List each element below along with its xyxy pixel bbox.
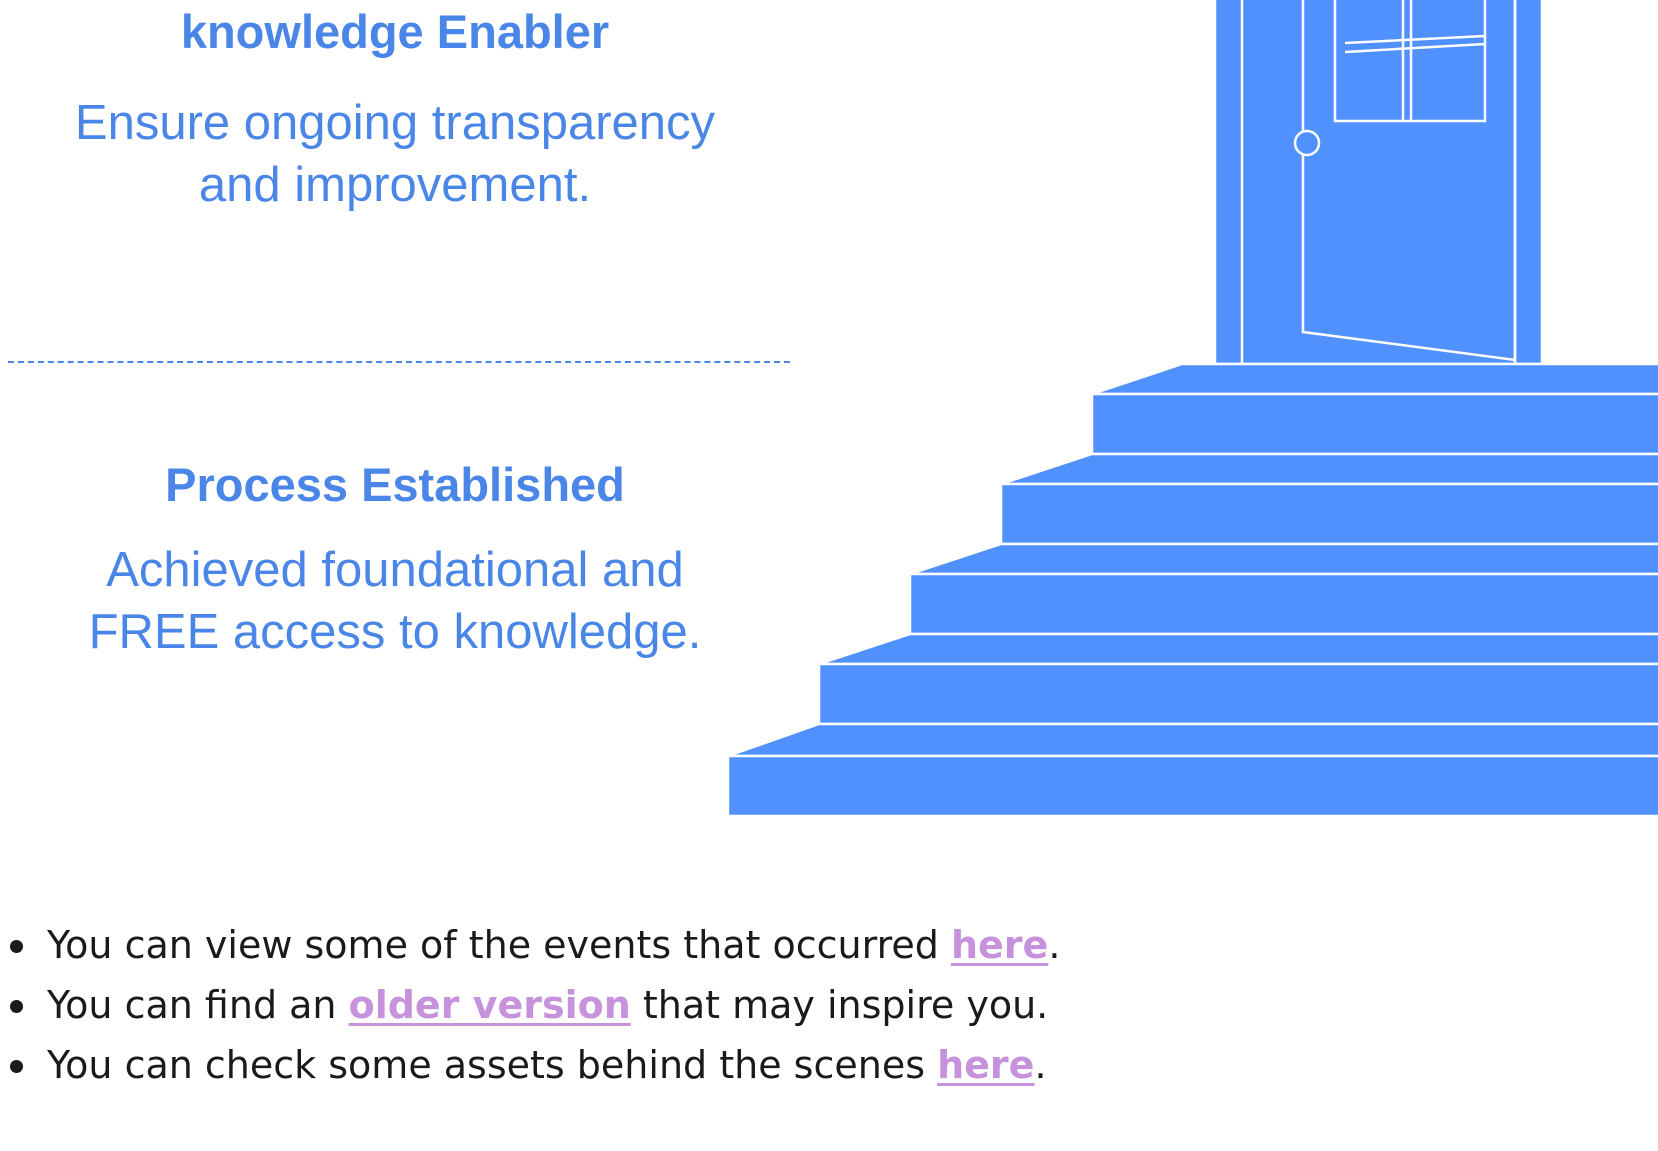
list-item: You can check some assets behind the sce… — [10, 1035, 1060, 1095]
stage-description-line: and improvement. — [198, 158, 592, 212]
list-item-text: You can check some assets behind the sce… — [47, 1043, 938, 1087]
stage-description-line: Ensure ongoing transparency — [74, 96, 716, 150]
stage-title: Process Established — [165, 458, 625, 511]
list-item: You can view some of the events that occ… — [10, 915, 1061, 975]
list-item: You can find an older version that may i… — [10, 975, 1060, 1035]
stage-process-established: Process Established Achieved foundationa… — [0, 455, 790, 663]
assets-here-link[interactable]: here — [937, 1043, 1035, 1087]
stage-description-line: FREE access to knowledge. — [88, 605, 702, 659]
list-item-text: You can find an — [47, 983, 349, 1027]
list-item-text: You can view some of the events that occ… — [47, 923, 951, 967]
dashed-divider — [8, 361, 790, 363]
list-item-text: . — [1034, 1043, 1047, 1087]
bullet-dot-icon — [10, 940, 23, 953]
older-version-link[interactable]: older version — [348, 983, 631, 1027]
list-item-text: that may inspire you. — [630, 983, 1049, 1027]
stage-knowledge-enabler: knowledge Enabler Ensure ongoing transpa… — [0, 0, 790, 216]
stage-description: Ensure ongoing transparency and improvem… — [0, 92, 790, 216]
stage-description-line: Achieved foundational and — [106, 543, 684, 597]
resource-links-list: You can view some of the events that occ… — [0, 915, 1060, 1095]
stage-title: knowledge Enabler — [180, 5, 610, 58]
bullet-dot-icon — [10, 1060, 23, 1073]
stage-description: Achieved foundational and FREE access to… — [0, 539, 790, 663]
door-and-stairs-icon — [726, 0, 1658, 818]
events-here-link[interactable]: here — [950, 923, 1049, 967]
bullet-dot-icon — [10, 1000, 23, 1013]
list-item-text: . — [1048, 923, 1061, 967]
